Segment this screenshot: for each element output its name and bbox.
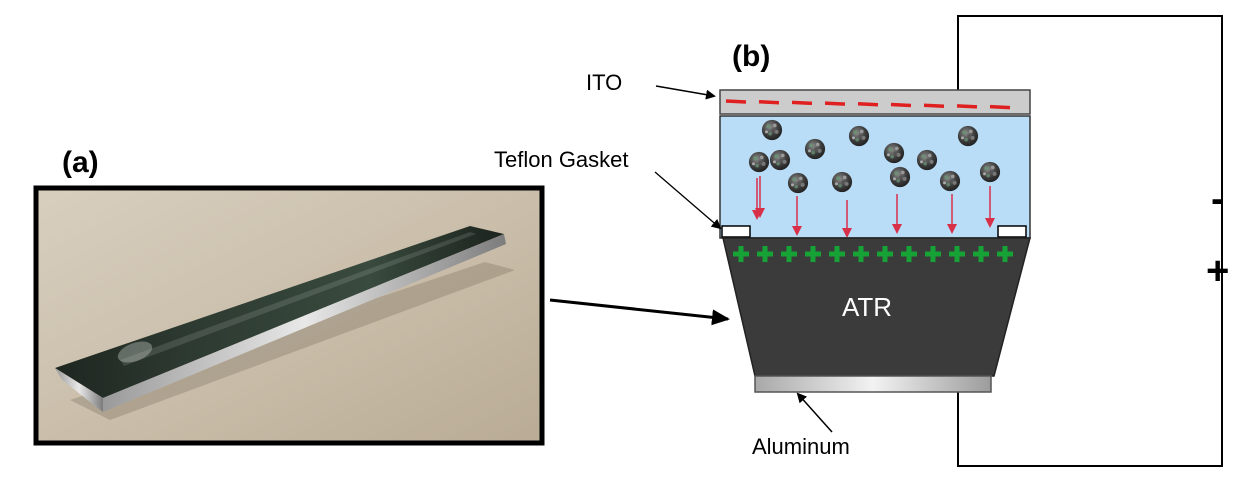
- negative-charge: [956, 104, 978, 109]
- particle: [979, 161, 1001, 183]
- teflon-gasket-left: [721, 225, 751, 238]
- positive-charge: [805, 246, 821, 262]
- negative-charge: [890, 102, 912, 108]
- particle: [769, 149, 791, 171]
- prism-shadow: [70, 262, 515, 420]
- aluminum-electrode: [754, 375, 992, 393]
- particle: [748, 151, 770, 173]
- ito-callout-arrow: [655, 85, 716, 100]
- atr-crystal: [722, 237, 1031, 377]
- positive-terminal-label: +: [1206, 249, 1229, 293]
- positive-charge: [853, 246, 869, 262]
- aluminum-callout-label: Aluminum: [752, 434, 850, 459]
- ito-electrode: [719, 89, 1031, 115]
- negative-charge: [989, 104, 1011, 110]
- migration-arrows: [752, 176, 995, 238]
- particle: [883, 142, 905, 164]
- panel-a-label: (a): [62, 146, 99, 179]
- positive-charge: [829, 246, 845, 262]
- particle: [916, 149, 938, 171]
- particle: [889, 166, 911, 188]
- atr-crystal-photo: [33, 185, 545, 446]
- positive-charge: [949, 246, 965, 262]
- circuit-wire: [957, 15, 1223, 467]
- negative-charge: [725, 99, 747, 104]
- photo-to-atr-arrow: [549, 298, 730, 326]
- positive-charge: [781, 246, 797, 262]
- negative-charge: [791, 100, 813, 106]
- negative-charge: [857, 102, 879, 107]
- prism-side-face: [103, 234, 506, 412]
- positive-charge: [997, 246, 1013, 262]
- particle: [939, 170, 961, 192]
- particle: [831, 171, 853, 193]
- teflon-gasket-right: [997, 225, 1027, 238]
- ito-callout-label: ITO: [586, 70, 622, 95]
- particle: [804, 138, 826, 160]
- teflon-gasket-callout-arrow: [654, 171, 722, 230]
- particle: [761, 119, 783, 141]
- positive-charge: [925, 246, 941, 262]
- prism-reflection: [117, 341, 153, 363]
- negative-charge: [758, 99, 780, 105]
- particle: [787, 172, 809, 194]
- atr-label: ATR: [842, 292, 892, 322]
- particle: [848, 125, 870, 147]
- teflon-gasket-callout-label: Teflon Gasket: [494, 147, 629, 172]
- positive-charge: [901, 246, 917, 262]
- negative-charges: [725, 99, 1011, 110]
- positive-charge: [973, 246, 989, 262]
- negative-charge: [824, 101, 846, 106]
- positive-charge: [757, 246, 773, 262]
- prism-end-bevel: [55, 368, 103, 412]
- positive-charge: [877, 246, 893, 262]
- panel-b-label: (b): [732, 40, 770, 73]
- prism-top-face: [55, 226, 504, 398]
- positive-charges: [733, 246, 1013, 262]
- positive-charge: [733, 246, 749, 262]
- aluminum-callout-arrow: [796, 392, 833, 433]
- negative-terminal-label: -: [1211, 177, 1224, 221]
- negative-charge: [923, 103, 945, 108]
- prism-highlight: [120, 232, 476, 366]
- particle: [957, 125, 979, 147]
